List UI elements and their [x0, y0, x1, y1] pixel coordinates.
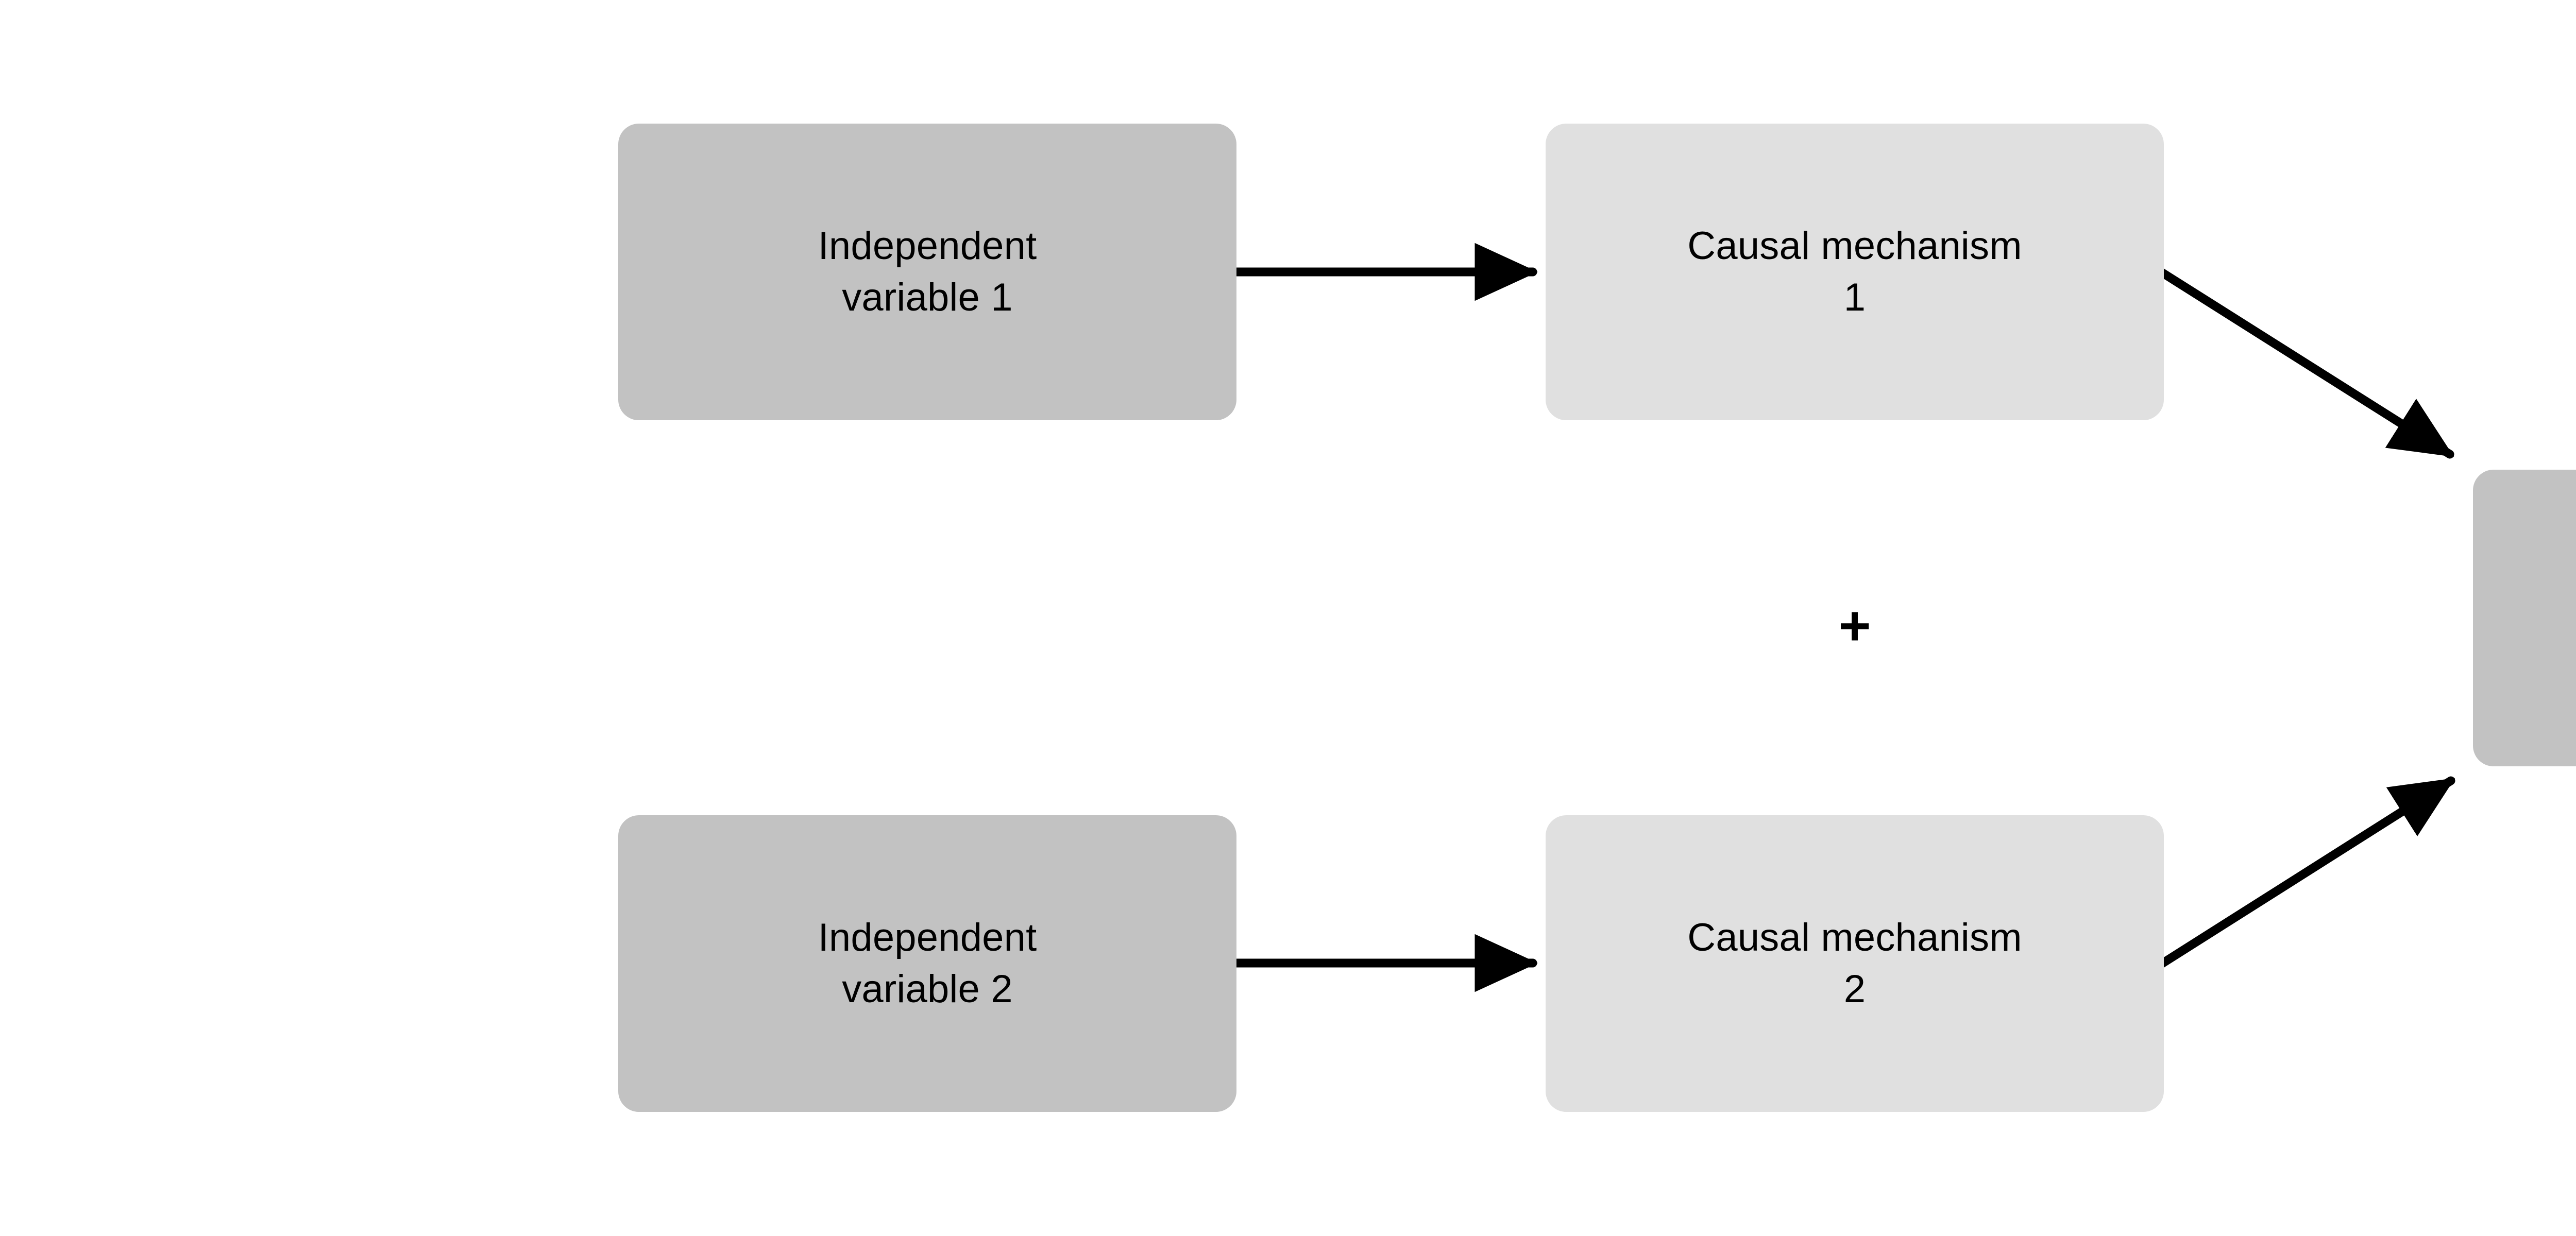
edge-cm1-to-dv [2156, 267, 2454, 459]
edge-cm2-to-dv [2157, 776, 2455, 969]
node-independent-variable-1[interactable]: Independent variable 1 [618, 124, 1236, 420]
node-label: Causal mechanism 1 [1687, 224, 2022, 319]
node-independent-variable-2[interactable]: Independent variable 2 [618, 815, 1236, 1112]
plus-operator-icon: + [1838, 594, 1871, 657]
node-label: Causal mechanism 2 [1687, 915, 2022, 1011]
node-causal-mechanism-1[interactable]: Causal mechanism 1 [1546, 124, 2164, 420]
node-label: Independent variable 2 [818, 915, 1037, 1011]
node-causal-mechanism-2[interactable]: Causal mechanism 2 [1546, 815, 2164, 1112]
node-label: Independent variable 1 [818, 224, 1037, 319]
node-dependent-variable[interactable]: Dependent variable [2473, 470, 2576, 766]
